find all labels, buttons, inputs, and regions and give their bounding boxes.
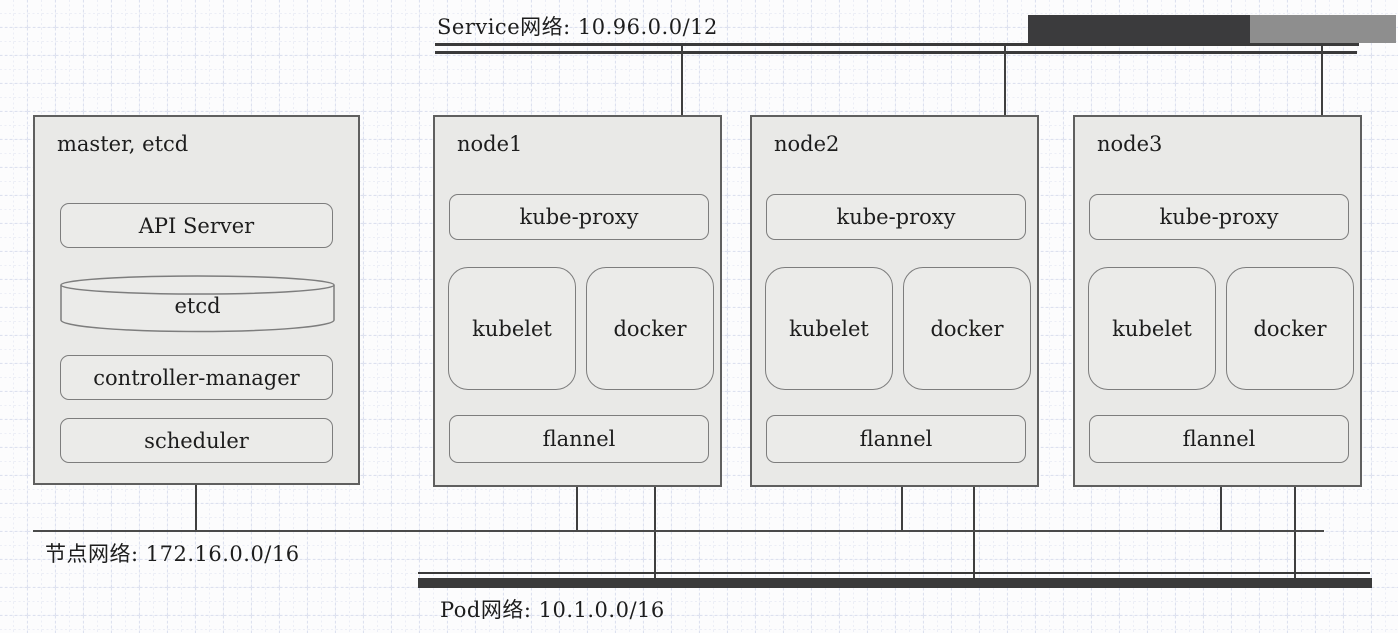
service-bus-line-lower [435,51,1357,54]
node1-flannel-box: flannel [449,415,709,463]
node1-kube-proxy-box: kube-proxy [449,194,709,240]
node2-kubelet-box: kubelet [765,267,893,390]
flannel-label: flannel [542,427,616,451]
node-network-label: 节点网络: 172.16.0.0/16 [45,542,300,566]
node3-docker-box: docker [1226,267,1354,390]
kube-proxy-label: kube-proxy [519,205,639,229]
node1-box: node1 kube-proxy kubelet docker flannel [433,115,722,487]
decor-light-bar [1250,15,1396,43]
scheduler-box: scheduler [60,418,333,463]
kubelet-label: kubelet [789,316,869,341]
connector-node3-to-node-network [1220,486,1222,530]
kube-proxy-label: kube-proxy [1159,205,1279,229]
api-server-label: API Server [138,213,255,238]
node3-kubelet-box: kubelet [1088,267,1216,390]
service-bus-line-upper [435,43,1359,46]
master-box: master, etcd API Server etcd controller-… [33,115,360,485]
node3-kube-proxy-box: kube-proxy [1089,194,1349,240]
node2-box: node2 kube-proxy kubelet docker flannel [750,115,1039,487]
etcd-cylinder: etcd [59,274,336,333]
connector-master-to-node-network [195,484,197,530]
docker-label: docker [613,316,687,341]
service-network-label: Service网络: 10.96.0.0/12 [437,15,718,39]
node3-title: node3 [1097,132,1163,156]
node1-title: node1 [457,132,523,156]
node3-box: node3 kube-proxy kubelet docker flannel [1073,115,1362,487]
controller-manager-label: controller-manager [93,365,300,390]
node1-docker-box: docker [586,267,714,390]
node-network-line [33,530,1324,532]
etcd-label: etcd [174,294,221,318]
connector-node2-to-node-network [901,486,903,530]
docker-label: docker [930,316,1004,341]
scheduler-label: scheduler [144,428,249,453]
decor-dark-bar [1028,15,1250,45]
node2-docker-box: docker [903,267,1031,390]
api-server-box: API Server [60,203,333,248]
kubelet-label: kubelet [472,316,552,341]
connector-node1-to-node-network [576,486,578,530]
pod-bus-bar [418,578,1372,588]
pod-bus-line-upper [418,572,1370,574]
flannel-label: flannel [1182,427,1256,451]
node1-kubelet-box: kubelet [448,267,576,390]
kube-proxy-label: kube-proxy [836,205,956,229]
master-title: master, etcd [57,132,189,156]
node2-kube-proxy-box: kube-proxy [766,194,1026,240]
connector-flannel2-to-pod-network [973,461,975,580]
docker-label: docker [1253,316,1327,341]
node2-title: node2 [774,132,840,156]
controller-manager-box: controller-manager [60,355,333,400]
pod-network-label: Pod网络: 10.1.0.0/16 [440,598,665,622]
kubelet-label: kubelet [1112,316,1192,341]
connector-flannel3-to-pod-network [1294,461,1296,580]
node2-flannel-box: flannel [766,415,1026,463]
connector-flannel1-to-pod-network [654,461,656,580]
flannel-label: flannel [859,427,933,451]
node3-flannel-box: flannel [1089,415,1349,463]
cylinder-shape-icon [60,275,335,333]
